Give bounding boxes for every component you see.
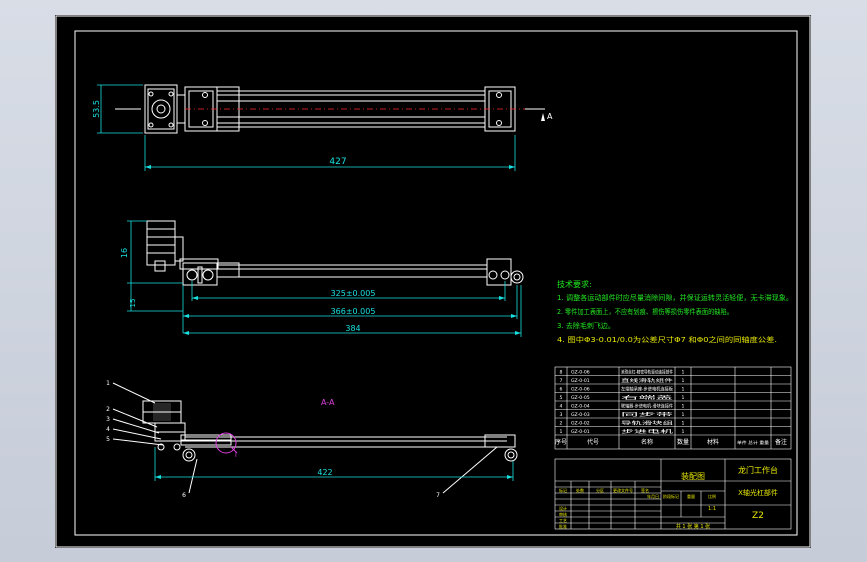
front-view: 16 15 325±0.005 366±0.005 [120, 220, 524, 337]
leader-4: 4 [106, 426, 110, 433]
parts-cell: 5 [560, 395, 563, 401]
parts-cell: 同步带 [621, 412, 674, 418]
weight-label: 重量 [687, 493, 695, 499]
parts-cell: 1 [560, 429, 563, 435]
parts-header-cell: 单件 总计 重量 [737, 439, 769, 446]
parts-cell: 1 [682, 386, 685, 392]
top-height-label: 53.5 [92, 100, 101, 118]
leader-7: 7 [436, 492, 440, 499]
zone-label: 分区 [596, 487, 604, 493]
parts-cell: 8 [560, 369, 563, 375]
parts-cell: 4 [560, 403, 563, 409]
parts-cell: GZ-0-03 [571, 412, 590, 418]
front-small-label: 15 [129, 299, 137, 308]
parts-header-cell: 代号 [587, 438, 599, 446]
drawing-sheet[interactable]: A 53.5 427 [55, 15, 811, 548]
parts-header-cell: 序号 [555, 438, 567, 446]
inner-frame [74, 30, 798, 536]
leader-2: 2 [106, 406, 110, 413]
technical-notes: 技术要求: 1. 调整各运动部件时应尽量消除间隙，并保证运转灵活轻便，无卡滞现象… [557, 279, 793, 344]
signature-label: 签名 [641, 487, 649, 493]
role-review: 审核 [559, 511, 567, 517]
role-design: 设计 [559, 505, 567, 511]
parts-header-cell: 材料 [707, 438, 719, 446]
role-approve: 批准 [559, 523, 567, 529]
company-name: 龙门工作台 [738, 465, 778, 475]
parts-cell: 左端轴承座-步进电机连接板 [621, 385, 673, 392]
change-doc-label: 更改文件号 [613, 487, 633, 493]
section-length-label: 422 [317, 468, 332, 477]
front-dim-b: 366±0.005 [331, 307, 376, 316]
sheet-count: 共 1 张 第 1 张 [676, 523, 710, 530]
section-title: A-A [321, 398, 335, 407]
top-view: A 53.5 427 [92, 84, 553, 171]
parts-cell: 导轨滑块组 [621, 419, 674, 426]
leader-6: 6 [182, 492, 186, 499]
tech-note-2: 2. 零件加工表面上，不应有划痕、擦伤等损伤零件表面的缺陷。 [557, 307, 733, 316]
parts-cell: 步进电机 [621, 428, 674, 435]
parts-cell: 1 [682, 403, 685, 409]
parts-cell: 联轴器-步进电机-滑块连接件 [621, 402, 673, 409]
scale-value: 1:1 [708, 506, 716, 512]
parts-cell: 1 [682, 420, 685, 426]
leader-1: 1 [106, 380, 110, 387]
front-dim-c: 384 [345, 324, 360, 333]
tech-notes-heading: 技术要求: [557, 279, 592, 289]
parts-header-cell: 名称 [641, 438, 653, 446]
parts-cell: 1 [682, 429, 685, 435]
parts-cell: GZ-0-06 [571, 386, 590, 392]
count-label: 处数 [576, 487, 584, 493]
parts-cell: 7 [560, 378, 563, 384]
parts-cell: 3 [560, 412, 563, 418]
leader-3: 3 [106, 416, 110, 423]
front-dim-a: 325±0.005 [331, 289, 376, 298]
outer-frame [55, 15, 811, 548]
drawing-number: Z2 [752, 511, 764, 521]
parts-cell: GZ-0-01 [571, 429, 590, 435]
parts-header-cell: 备注 [775, 438, 787, 446]
parts-cell: GZ-0-01 [571, 378, 590, 384]
tech-note-3: 3. 去除毛刺飞边。 [557, 321, 615, 330]
svg-text:A: A [547, 112, 553, 121]
drawing-title: 装配图 [681, 471, 705, 481]
tech-note-1: 1. 调整各运动部件时应尽量消除间隙，并保证运转灵活轻便，无卡滞现象。 [557, 293, 793, 302]
parts-cell: GZ-0-04 [571, 403, 590, 409]
stage-label: 阶段标记 [663, 493, 679, 499]
parts-cell: 2 [560, 420, 563, 426]
leader-5: 5 [106, 436, 110, 443]
parts-cell: 6 [560, 386, 563, 392]
cad-drawing-canvas[interactable]: A 53.5 427 [55, 15, 811, 548]
parts-cell: GZ-0-06 [571, 369, 590, 375]
scale-label: 比例 [708, 493, 716, 499]
parts-cell: GZ-0-02 [571, 420, 590, 426]
title-block: 装配图 龙门工作台 X轴光杠部件 Z2 1:1 共 1 张 第 1 张 阶段标记… [554, 458, 792, 530]
parts-header-cell: 数量 [677, 438, 689, 446]
date-label: 年月日 [647, 493, 659, 499]
section-view: A-A [106, 380, 518, 499]
parts-cell: 1 [682, 378, 685, 384]
top-length-label: 427 [329, 157, 346, 167]
parts-cell: GZ-0-05 [571, 395, 590, 401]
mark-label: 标记 [559, 487, 567, 493]
parts-cell: 滚珠丝杠-精密导轨驱动连接部件 [621, 368, 673, 375]
product-name: X轴光杠部件 [738, 488, 778, 497]
parts-cell: 1 [682, 369, 685, 375]
parts-cell: 右端盖 [621, 394, 674, 401]
front-height-label: 16 [120, 248, 129, 258]
tech-note-4: 4. 图中Φ3-0.01/0.0为公差尺寸Φ7 和Φ0之间的同轴度公差. [557, 335, 777, 344]
parts-cell: 1 [682, 395, 685, 401]
svg-text:I: I [235, 452, 237, 459]
parts-cell: 直线滑轨组件 [621, 377, 674, 384]
parts-cell: 1 [682, 412, 685, 418]
role-process: 工艺 [559, 518, 567, 523]
